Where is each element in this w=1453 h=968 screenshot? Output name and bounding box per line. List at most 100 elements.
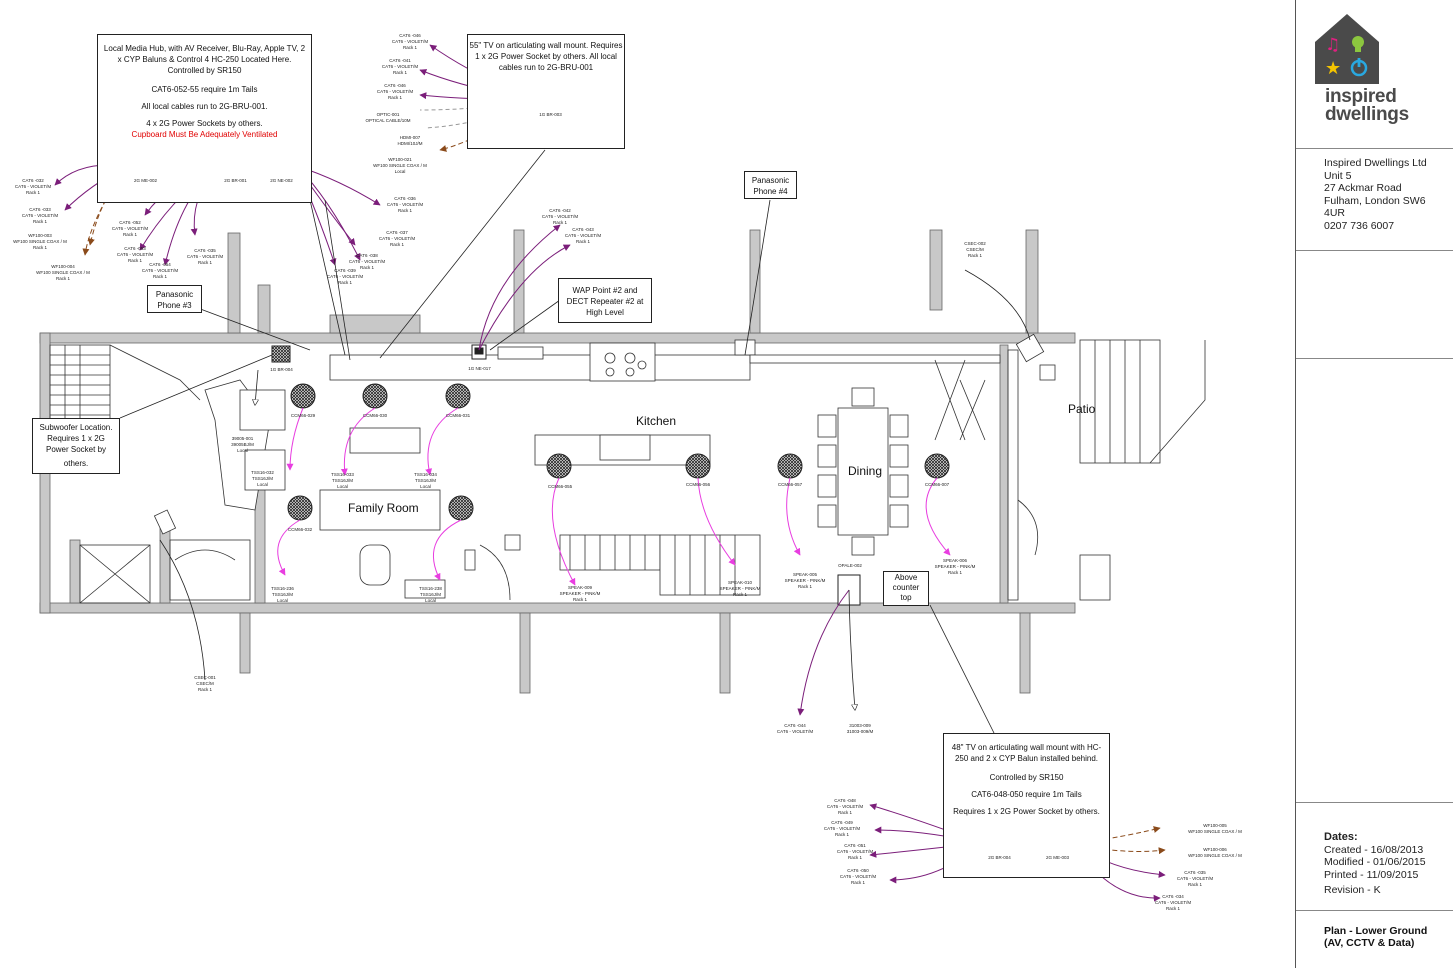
wap-line-3: High Level (586, 308, 624, 317)
cable-label: CAT6 -051 CAT6 - VIOLET/M Rack 1 (836, 843, 874, 860)
tv48-line-3: Controlled by SR150 (989, 773, 1064, 782)
device-label: TSS16-236 TSS16J/M Local (271, 586, 294, 603)
cable-label: CAT6 -035 CAT6 - VIOLET/M Rack 1 (186, 248, 224, 265)
cable-label: CAT6 -042 CAT6 - VIOLET/M Rack 1 (541, 208, 579, 225)
cable-label: OPTIC-001 OPTICAL CABLE/10M (365, 112, 411, 123)
cable-label: CAT6 -033 CAT6 - VIOLET/M Rack 1 (21, 207, 59, 224)
device-label: 39005-001 39005BJ/M Local (231, 436, 254, 453)
walls (39, 229, 1076, 694)
above-line-1: Above (894, 573, 918, 582)
device-label: CCM66-007 (924, 482, 950, 487)
device-label: CCM66-055 (547, 484, 573, 489)
above-counter-note: Above counter top (883, 571, 929, 606)
cable-label: CAT6 -050 CAT6 - VIOLET/M Rack 1 (839, 868, 877, 885)
phone3-note: Panasonic Phone #3 (147, 285, 202, 313)
plan-subtitle: (AV, CCTV & Data) (1324, 937, 1415, 949)
device-label: CCM66-029 (290, 413, 316, 418)
device-label: CCM66-031 (445, 413, 471, 418)
above-line-3: top (900, 593, 912, 602)
doors-right (153, 333, 1056, 601)
kitchen-units (329, 339, 1001, 596)
cable-label: SPEAK-005 SPEAKER - PINK/M Rack 1 (784, 572, 826, 589)
hub-line-5: All local cables run to 2G-BRU-001. (141, 102, 268, 111)
svg-text:★: ★ (1325, 58, 1341, 79)
cable-label: CAT6 -038 CAT6 - VIOLET/M Rack 1 (348, 253, 386, 270)
wap-line-1: WAP Point #2 and (572, 286, 638, 295)
device-label: TSS16-033 TSS16J/M Local (331, 472, 354, 489)
phone4-note: Panasonic Phone #4 (744, 171, 797, 199)
subwoofer-note: Subwoofer Location. Requires 1 x 2G Powe… (32, 418, 120, 474)
cable-label: CAT6 -048 CAT6 - VIOLET/M Rack 1 (826, 798, 864, 815)
address-line: Unit 5 (1324, 169, 1352, 182)
plan-title: Plan - Lower Ground (1324, 925, 1428, 937)
cable-label: CAT6 -032 CAT6 - VIOLET/M Rack 1 (14, 178, 52, 195)
hub-line-1: Local Media Hub, with AV Receiver, Blu-R… (103, 44, 306, 53)
dining-table (817, 387, 909, 556)
tv55-line-1: 55" TV on articulating wall mount. Requi… (469, 41, 623, 50)
dates-heading: Dates: (1324, 831, 1358, 843)
cable-label: WF100-004 WF100 SINGLE COAX / M Rack 1 (36, 264, 90, 281)
utility-room (79, 539, 511, 604)
room-kitchen: Kitchen (636, 414, 677, 428)
cable-label: CAT6 -049 CAT6 - VIOLET/M Rack 1 (823, 820, 861, 837)
device-label: CCM66-030 (362, 413, 388, 418)
cable-label: CSEC-002 CSEC/M Rack 1 (964, 241, 986, 258)
cable-label: CAT6 -053 CAT6 - VIOLET/M Rack 1 (116, 246, 154, 263)
phone3-line-2: Phone #3 (157, 301, 192, 310)
device-label: 2G BR-004 (988, 855, 1011, 860)
cable-label: CAT6 -039 CAT6 - VIOLET/M Rack 1 (326, 268, 364, 285)
tv48-line-2: 250 and 2 x CYP Balun installed behind. (954, 754, 1099, 763)
revision: Revision - K (1324, 884, 1381, 896)
cable-label: CAT6 -052 CAT6 - VIOLET/M Rack 1 (111, 220, 149, 237)
device-label: 2G BR-001 (224, 178, 247, 183)
device-label: TSS16-238 TSS16J/M Local (419, 586, 442, 603)
stairs-left (49, 344, 201, 426)
sub-line-3: Power Socket by (45, 445, 107, 454)
cable-label: CAT6 -041 CAT6 - VIOLET/M Rack 1 (381, 58, 419, 75)
tv48-note: 48" TV on articulating wall mount with H… (943, 733, 1110, 878)
address-line: Fulham, London SW6 (1324, 194, 1426, 207)
device-label: 1G BR-004 (270, 367, 293, 372)
dates-section: Dates: Created - 16/08/2013 Modified - 0… (1296, 802, 1453, 910)
brand-line-1: inspired (1325, 86, 1397, 107)
media-hub-note: Local Media Hub, with AV Receiver, Blu-R… (97, 34, 312, 203)
stairs-patio (1079, 339, 1206, 601)
svg-text:♫: ♫ (1325, 35, 1340, 55)
speaker-cables (277, 407, 951, 586)
device-label: 2G NE-002 (270, 178, 293, 183)
sub-line-4: others. (63, 459, 89, 468)
blank-section (1296, 250, 1453, 359)
phone-number: 0207 736 6007 (1324, 219, 1395, 232)
cable-label: CAT6 -035 CAT6 - VIOLET/M Rack 1 (1176, 870, 1214, 887)
tv55-line-3: cables run to 2G-BRU-001 (498, 63, 594, 72)
tv55-line-2: 1 x 2G Power Socket by others. All local (475, 52, 617, 61)
wap-note: WAP Point #2 and DECT Repeater #2 at Hig… (558, 278, 652, 323)
tv48-line-1: 48" TV on articulating wall mount with H… (951, 743, 1102, 752)
device-label: TSS16-032 TSS16J/M Local (251, 470, 274, 487)
device-label: TSS16-034 TSS16J/M Local (414, 472, 437, 489)
hub-line-4: CAT6-052-55 require 1m Tails (151, 85, 258, 94)
hub-line-2: x CYP Baluns & Control 4 HC-250 Located … (117, 55, 292, 64)
cable-label: WF100-003 WF100 SINGLE COAX / M Rack 1 (13, 233, 67, 250)
address-line: 27 Ackmar Road (1324, 182, 1402, 194)
phone4-line-1: Panasonic (751, 176, 790, 185)
sub-line-1: Subwoofer Location. (39, 423, 113, 432)
address-line: 4UR (1324, 207, 1346, 219)
above-line-2: counter (892, 583, 920, 592)
phone3-line-1: Panasonic (155, 290, 194, 299)
blank-section (1296, 358, 1453, 803)
device-label: 1G BR-003 (539, 112, 562, 117)
device-label: 2G ME-002 (133, 178, 157, 183)
cable-label: CAT6 -043 CAT6 - VIOLET/M Rack 1 (564, 227, 602, 244)
cable-label: CAT6 -036 CAT6 - VIOLET/M Rack 1 (386, 196, 424, 213)
cable-label: CAT6 -054 CAT6 - VIOLET/M Rack 1 (141, 262, 179, 279)
phone4-line-2: Phone #4 (753, 187, 788, 196)
tv48-line-5: Requires 1 x 2G Power Socket by others. (953, 807, 1100, 816)
leader-lines (119, 149, 1031, 736)
cable-label: CAT6 -034 CAT6 - VIOLET/M Rack 1 (1154, 894, 1192, 911)
cable-label: WF100-006 WF100 SINGLE COAX / M (1188, 847, 1242, 858)
device-label: CCM66-056 (685, 482, 711, 487)
hub-line-7: Cupboard Must Be Adequately Ventilated (131, 130, 278, 139)
device-label: 2G ME-003 (1045, 855, 1069, 860)
modified-date: Modified - 01/06/2015 (1324, 856, 1426, 868)
